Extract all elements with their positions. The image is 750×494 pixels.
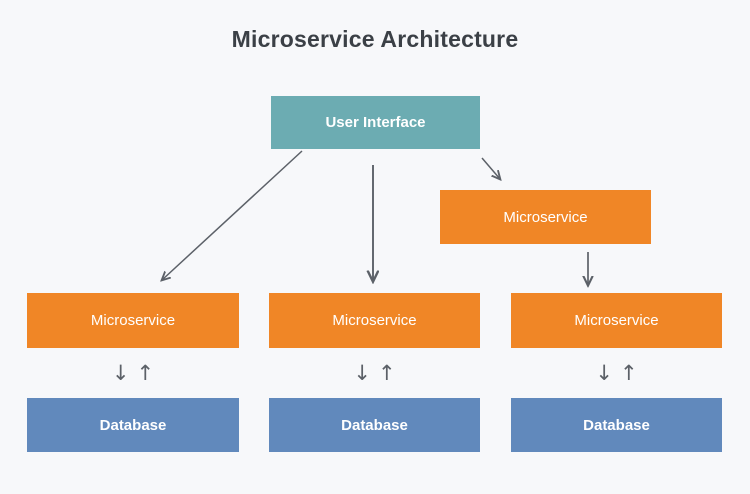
node-label: Microservice — [574, 312, 659, 329]
arrow-up-icon: ↑ — [378, 360, 396, 385]
arrow-down-icon: ↓ — [353, 360, 371, 385]
node-label: Database — [99, 416, 167, 434]
node-label: Database — [341, 416, 408, 434]
connector-service-2-database-2: ↓ ↑ — [269, 357, 480, 389]
connector-ui-to-service-top — [481, 157, 500, 179]
node-microservice-1[interactable]: Microservice — [27, 293, 239, 348]
arrow-down-icon: ↓ — [595, 360, 613, 385]
node-label: Microservice — [503, 208, 588, 226]
node-label: Microservice — [90, 312, 176, 329]
node-label: Database — [583, 416, 650, 434]
node-user-interface[interactable]: User Interface — [271, 96, 480, 149]
node-microservice-3[interactable]: Microservice — [511, 293, 722, 348]
connector-service-3-database-3: ↓ ↑ — [511, 357, 722, 389]
arrow-down-icon: ↓ — [111, 360, 130, 385]
node-database-2[interactable]: Database — [269, 398, 480, 452]
node-label: User Interface — [325, 114, 426, 131]
node-database-1[interactable]: Database — [27, 398, 239, 452]
arrow-up-icon: ↑ — [136, 360, 155, 385]
node-microservice-2[interactable]: Microservice — [269, 293, 480, 348]
connector-ui-to-service-1 — [162, 150, 303, 280]
connector-service-1-database-1: ↓ ↑ — [27, 357, 239, 389]
node-database-3[interactable]: Database — [511, 398, 722, 452]
node-label: Microservice — [332, 312, 417, 329]
page-title: Microservice Architecture — [231, 26, 519, 52]
node-microservice-top[interactable]: Microservice — [440, 190, 651, 244]
arrow-up-icon: ↑ — [620, 360, 638, 385]
